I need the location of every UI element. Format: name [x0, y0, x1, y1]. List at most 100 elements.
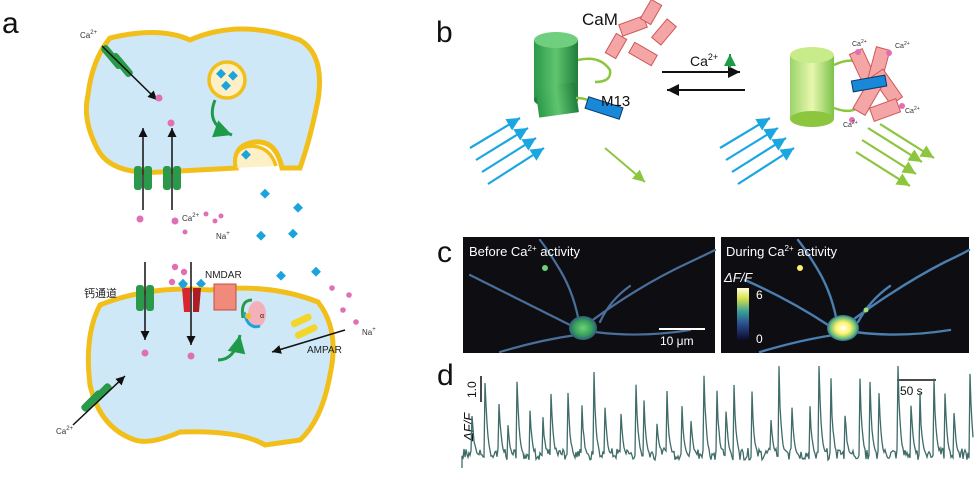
camkii-block [213, 283, 237, 311]
sodium-ion [340, 307, 346, 313]
colorbar-min: 0 [756, 332, 763, 346]
calcium-ion [167, 119, 175, 127]
scale-bar-label: 10 μm [660, 334, 694, 348]
fusing-vesicle [233, 144, 278, 169]
ca-label: Ca [182, 214, 193, 223]
emission-light-dim [604, 147, 646, 183]
na-label: Na [362, 328, 373, 337]
linker [577, 57, 612, 84]
image-before [463, 237, 717, 354]
before-title: Before Ca [469, 244, 528, 259]
calcium-ion [136, 215, 144, 223]
svg-text:Ca2+: Ca2+ [56, 426, 74, 436]
calcium-channel [81, 383, 112, 412]
soma [569, 316, 597, 340]
transmitter [216, 68, 226, 79]
svg-text:Na+: Na+ [216, 231, 230, 241]
gfp-barrel-bright [790, 47, 834, 127]
bound-ca-sup: 2+ [861, 39, 867, 45]
panel-a: a Ca2+ Ca2+ Na+ [2, 7, 376, 448]
signaling-arrow [217, 334, 246, 362]
excitation-light-left [469, 117, 545, 185]
sodium-ion [346, 292, 352, 298]
during-title-tail: activity [794, 244, 838, 259]
ion-superscript: 2+ [90, 30, 97, 36]
ion-superscript: 2+ [192, 213, 199, 219]
during-title: During Ca [726, 244, 785, 259]
na-superscript: + [226, 231, 230, 237]
svg-text:Ca2+: Ca2+ [905, 106, 920, 115]
sodium-ion [218, 213, 224, 219]
fluorescence-trace [461, 365, 974, 468]
emission-light-bright [855, 123, 935, 187]
calcium-ion [155, 94, 163, 102]
calcium-channel-label: 钙通道 [84, 286, 117, 300]
calcium-ion [171, 217, 179, 225]
influx-arrow [101, 45, 158, 101]
calcium-channel [134, 166, 181, 190]
calcium-ion [168, 278, 176, 286]
soma [827, 315, 859, 341]
bound-ca-sup: 2+ [852, 120, 858, 126]
svg-text:Before Ca2+ activity: Before Ca2+ activity [469, 244, 581, 259]
ca-label: Ca [80, 31, 91, 40]
during-title-sup: 2+ [785, 244, 794, 253]
panel-c: c Before Ca2+ activity 10 μm [437, 236, 971, 354]
bound-calcium [849, 49, 905, 123]
synaptic-vesicle [207, 60, 247, 100]
ca-arrow-label: Ca [690, 53, 708, 69]
presynaptic-terminal [83, 26, 323, 175]
sodium-ion [203, 211, 209, 217]
ca-arrow-superscript: 2+ [708, 52, 718, 62]
nmdar-receptor [178, 280, 201, 312]
panel-label-c: c [437, 236, 452, 269]
na-label: Na [216, 232, 227, 241]
panel-d: d 1.0 ΔF/F 50 s [437, 359, 974, 468]
nmdar-label: NMDAR [205, 270, 242, 281]
time-scale-label: 50 s [900, 384, 923, 398]
svg-text:Ca2+: Ca2+ [182, 213, 200, 223]
bound-ca-label: Ca [895, 43, 904, 50]
cam-helices [604, 0, 678, 67]
ampar-label: AMPAR [307, 345, 342, 356]
ca-label: Ca [56, 427, 67, 436]
postsynaptic-terminal [85, 285, 336, 448]
calcium-ion [187, 352, 195, 360]
sodium-ion [329, 285, 335, 291]
transmitter [228, 70, 238, 81]
camkii-complex: α [240, 298, 266, 329]
colorbar [737, 288, 749, 340]
exocytosis-arrow [210, 99, 233, 138]
svg-text:During Ca2+ activity: During Ca2+ activity [726, 244, 837, 259]
sodium-ion [353, 319, 359, 325]
before-title-sup: 2+ [528, 244, 537, 253]
sodium-influx-arrow [271, 329, 346, 354]
bound-ca-label: Ca [905, 108, 914, 115]
svg-text:Ca2+: Ca2+ [80, 30, 98, 40]
m13-peptide [850, 74, 888, 93]
calcium-ion [180, 268, 188, 276]
panel-label-a: a [2, 7, 19, 40]
svg-text:Ca2+: Ca2+ [852, 39, 867, 48]
colorbar-label: ΔF/F [723, 270, 753, 285]
svg-text:Ca2+: Ca2+ [690, 52, 718, 69]
cam-label: CaM [582, 10, 618, 29]
alpha-label: α [260, 313, 264, 320]
image-during [721, 237, 971, 354]
bound-ca-sup: 2+ [914, 106, 920, 112]
m13-peptide [584, 96, 624, 120]
svg-text:Ca2+: Ca2+ [843, 120, 858, 129]
cam-wrapped [848, 46, 904, 123]
ampar-receptor [290, 313, 318, 339]
calcium-ion [141, 349, 149, 357]
colorbar-max: 6 [756, 288, 763, 302]
ion-superscript: 2+ [66, 426, 73, 432]
excitation-light-right [719, 117, 795, 185]
panel-label-b: b [436, 16, 453, 49]
bound-ca-label: Ca [852, 41, 861, 48]
sodium-ion [182, 229, 188, 235]
bound-ca-sup: 2+ [904, 41, 910, 47]
svg-text:Na+: Na+ [362, 327, 376, 337]
calcium-channel [136, 285, 154, 311]
